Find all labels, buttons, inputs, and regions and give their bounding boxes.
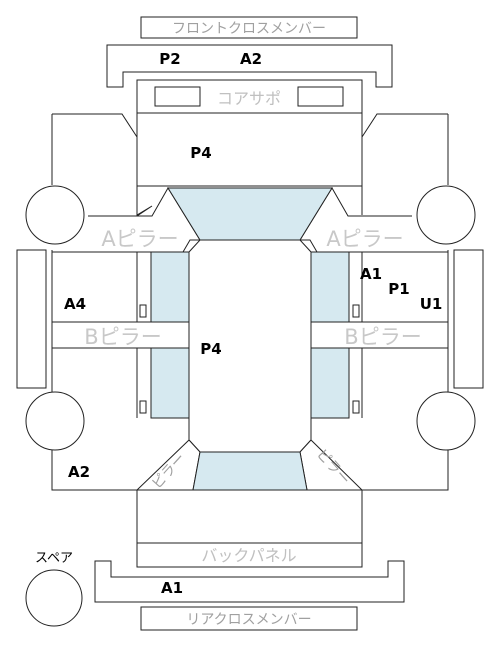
damage-code-right-p1: P1	[388, 280, 409, 298]
damage-code-roof-p4: P4	[200, 340, 221, 358]
spare-tire-circle	[25, 569, 83, 627]
front-bumper: P2 A2	[106, 44, 393, 88]
front-cross-member-label: フロントクロスメンバー	[172, 21, 326, 37]
wheel-front-left	[25, 185, 85, 245]
b-pillar-right-label: Bピラー	[344, 325, 421, 349]
windshield	[167, 187, 333, 241]
door-handle-front-right	[352, 304, 360, 318]
side-window-front-left	[150, 251, 190, 323]
back-panel-label: バックパネル	[201, 546, 296, 565]
wheel-front-right	[416, 185, 476, 245]
side-window-rear-right	[310, 347, 350, 419]
c-pillar-left: ピラー	[135, 439, 201, 492]
body-side-left	[51, 250, 137, 491]
rear-cross-member-label: リアクロスメンバー	[186, 612, 311, 628]
side-window-front-right	[310, 251, 350, 323]
damage-code-left-a2: A2	[68, 463, 90, 481]
core-support: コアサポ	[136, 79, 363, 114]
b-pillar-left: Bピラー	[51, 321, 190, 349]
trunk	[136, 489, 363, 544]
rear-cross-member: リアクロスメンバー	[140, 606, 358, 631]
c-pillar-right: ピラー	[299, 439, 364, 491]
damage-code-right-a1: A1	[360, 265, 382, 283]
hood: P4	[136, 113, 363, 187]
a-pillar-right-label: Aピラー	[326, 227, 403, 251]
b-pillar-left-label: Bピラー	[84, 325, 161, 349]
wheel-rear-right	[416, 391, 476, 451]
damage-code-front-p2: P2	[159, 50, 180, 68]
spare-tire: スペア	[25, 551, 83, 627]
wheel-rear-left	[25, 391, 85, 451]
door-handle-front-left	[139, 304, 147, 318]
core-support-label: コアサポ	[217, 89, 281, 108]
back-panel: バックパネル	[136, 542, 363, 568]
door-handle-rear-left	[139, 400, 147, 414]
rear-window	[192, 451, 308, 491]
front-fender-right	[361, 113, 449, 215]
spare-label: スペア	[35, 551, 73, 566]
damage-code-right-u1: U1	[420, 295, 443, 313]
rear-bumper: A1	[94, 560, 405, 603]
side-skirt-right	[453, 249, 484, 389]
a-pillar-left-label: Aピラー	[101, 227, 178, 251]
front-cross-member: フロントクロスメンバー	[140, 16, 358, 39]
damage-code-rear-a1: A1	[161, 579, 183, 597]
damage-code-hood-p4: P4	[190, 144, 211, 162]
b-pillar-right: Bピラー	[310, 321, 449, 349]
damage-code-front-a2: A2	[240, 50, 262, 68]
side-skirt-left	[16, 249, 47, 389]
side-window-rear-left	[150, 347, 190, 419]
door-handle-rear-right	[352, 400, 360, 414]
damage-code-left-a4: A4	[64, 295, 86, 313]
